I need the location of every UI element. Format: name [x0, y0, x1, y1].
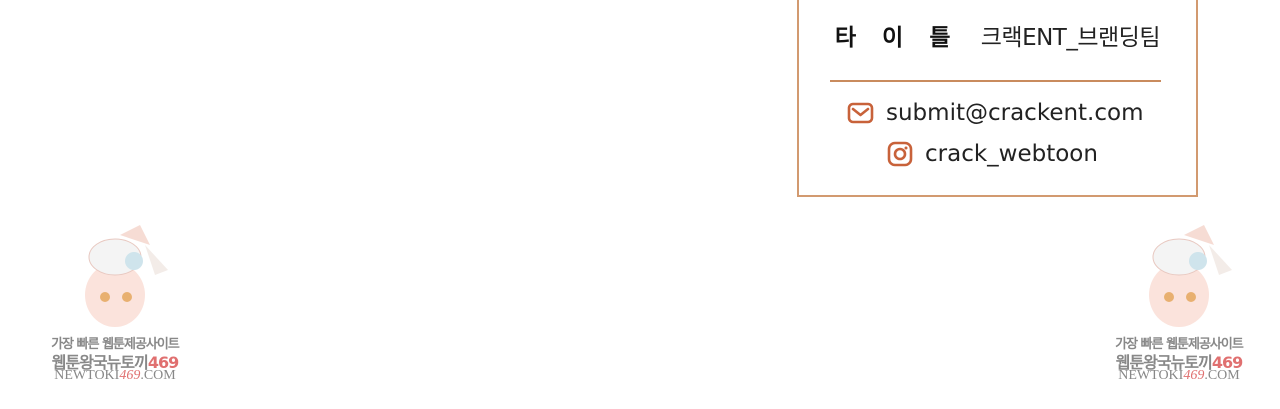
watermark-text: 가장 빠른 웹툰제공사이트 [1115, 337, 1244, 352]
watermark-url: NEWTOKI469.COM [54, 368, 176, 383]
watermark-text: 웹툰왕국뉴토끼469 [1115, 353, 1243, 372]
instagram-contact[interactable]: crack_webtoon [887, 141, 1098, 167]
email-contact[interactable]: submit@crackent.com [847, 100, 1144, 126]
watermark-left: 가장 빠른 웹툰제공사이트 웹툰왕국뉴토끼469 NEWTOKI469.COM [45, 225, 185, 390]
watermark-text: 웹툰왕국뉴토끼469 [51, 353, 179, 372]
watermark-right: 가장 빠른 웹툰제공사이트 웹툰왕국뉴토끼469 NEWTOKI469.COM [1109, 225, 1249, 390]
instagram-text[interactable]: crack_webtoon [925, 141, 1098, 167]
mail-icon [847, 102, 874, 124]
credits-card: 타 이 틀 크랙ENT_브랜딩팀 submit@crackent.com cra… [797, 0, 1198, 197]
instagram-icon [887, 141, 913, 167]
watermark-text: 가장 빠른 웹툰제공사이트 [51, 337, 180, 352]
title-label: 타 이 틀 [835, 25, 960, 51]
email-text[interactable]: submit@crackent.com [886, 100, 1144, 126]
title-row: 타 이 틀 크랙ENT_브랜딩팀 [835, 18, 1161, 52]
mascot-image [1149, 225, 1232, 327]
divider [830, 80, 1161, 82]
title-value: 크랙ENT_브랜딩팀 [980, 25, 1161, 51]
watermark-url: NEWTOKI469.COM [1118, 368, 1240, 383]
mascot-image [85, 225, 168, 327]
